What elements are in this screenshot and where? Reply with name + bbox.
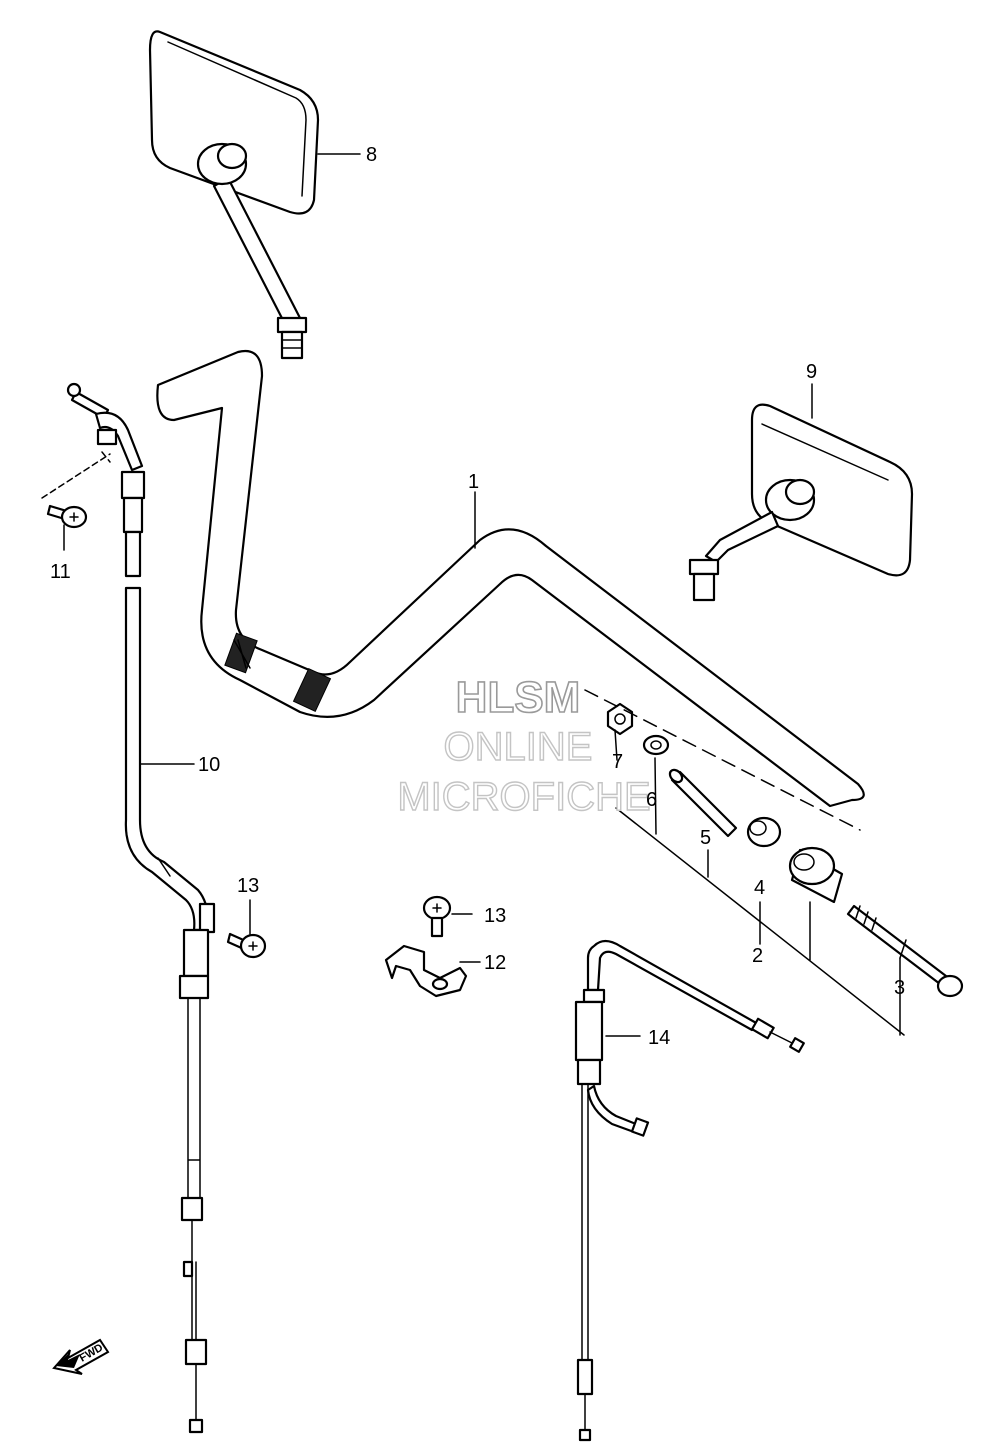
callout-14: 14 (648, 1027, 670, 1049)
handlebar[interactable] (156, 349, 865, 808)
rod-5[interactable] (668, 768, 738, 838)
mirror-left[interactable] (148, 30, 320, 360)
callout-6: 6 (646, 789, 657, 811)
callout-11: 11 (50, 561, 71, 583)
screw-13-left[interactable] (226, 899, 267, 959)
watermark-line2: ONLINE (444, 725, 593, 769)
callout-4: 4 (754, 877, 765, 899)
callout-2: 2 (752, 945, 763, 967)
mirror-right[interactable] (688, 403, 914, 602)
fwd-arrow-icon: FWD (52, 1338, 110, 1375)
callout-13-middle: 13 (484, 905, 506, 927)
screw-3[interactable] (846, 904, 964, 998)
callout-12: 12 (484, 952, 506, 974)
bracket-12[interactable] (384, 944, 481, 998)
watermark-line3: MICROFICHE (397, 775, 650, 819)
callout-13-left: 13 (237, 875, 259, 897)
nut-7[interactable] (606, 702, 634, 736)
callout-9: 9 (806, 361, 817, 383)
callout-7: 7 (612, 751, 623, 773)
callout-8: 8 (366, 144, 377, 166)
callout-10: 10 (198, 754, 220, 776)
watermark: HLSM ONLINE MICROFICHE (397, 672, 652, 820)
cable-14[interactable] (574, 939, 805, 1442)
callout-3: 3 (894, 977, 905, 999)
screw-13-middle[interactable] (422, 895, 473, 938)
cushion-4[interactable] (746, 816, 782, 848)
callout-1: 1 (468, 471, 479, 493)
washer-6[interactable] (642, 734, 670, 756)
cable-10[interactable] (66, 382, 216, 1434)
screw-11[interactable] (41, 451, 111, 551)
weight-2[interactable] (788, 846, 844, 904)
callout-5: 5 (700, 827, 711, 849)
watermark-line1: HLSM (456, 673, 581, 722)
